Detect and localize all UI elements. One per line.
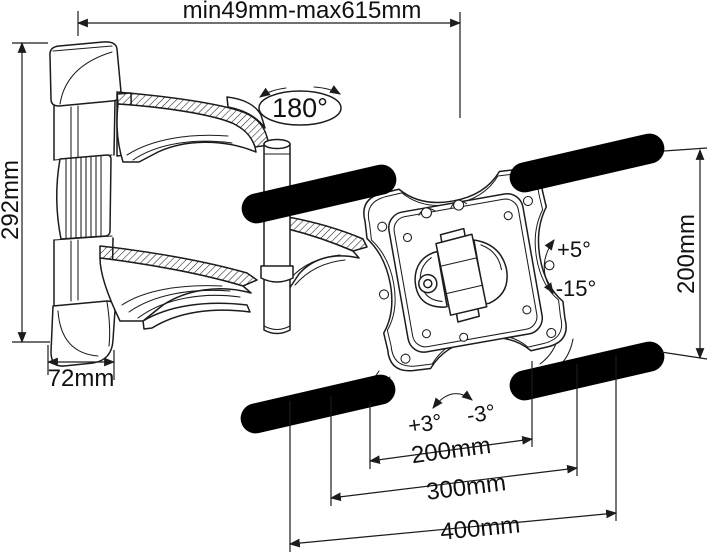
swivel-symbol xyxy=(258,85,342,126)
tilt-up-label: +5° xyxy=(557,237,591,262)
vesa-width-300-label: 300mm xyxy=(425,469,508,506)
level-plus-label: +3° xyxy=(406,409,443,438)
level-arc xyxy=(432,390,473,409)
vesa-rail-top-right xyxy=(506,130,668,196)
lower-arm xyxy=(99,245,258,330)
tilt-down-label: -15° xyxy=(556,276,597,301)
tilt-hinge xyxy=(414,227,508,323)
vesa-width-400-label: 400mm xyxy=(439,511,521,546)
pivot-column xyxy=(260,138,294,335)
level-minus-label: -3° xyxy=(465,399,497,428)
wall-plate-height-label: 292mm xyxy=(0,160,24,240)
upper-arm xyxy=(116,91,270,163)
vesa-width-200-label: 200mm xyxy=(410,432,493,469)
tilt-arc xyxy=(543,239,555,294)
extension-range-label: min49mm-max615mm xyxy=(183,0,422,24)
swivel-angle-label: 180° xyxy=(272,93,328,123)
vesa-rail-bottom-left xyxy=(237,371,399,437)
tv-plate xyxy=(363,168,567,372)
dimension-annotations xyxy=(12,11,708,552)
vesa-height-label: 200mm xyxy=(673,214,700,294)
wall-plate-depth-label: 72mm xyxy=(48,365,115,392)
